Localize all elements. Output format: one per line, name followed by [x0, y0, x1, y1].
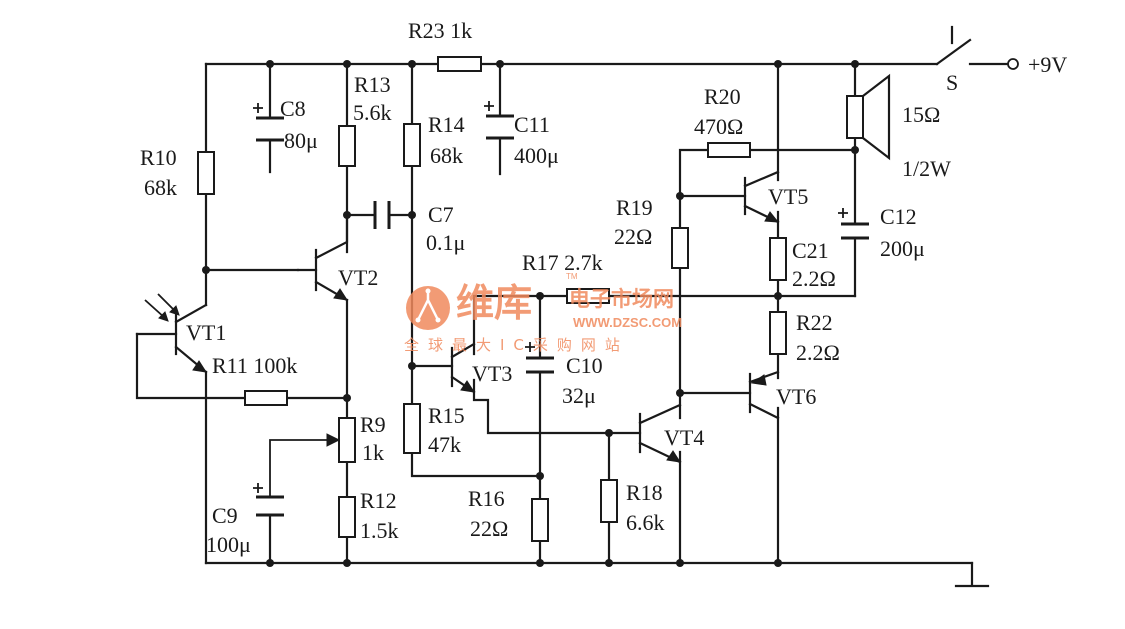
resistor-c21	[769, 237, 787, 281]
resistor-r18	[600, 479, 618, 523]
capacitors	[253, 101, 869, 565]
resistor-r19	[671, 227, 689, 269]
label-vt3: VT3	[472, 361, 512, 386]
label-r9-value: 1k	[362, 440, 384, 465]
label-r11: R11 100k	[212, 353, 297, 378]
label-r17: R17 2.7k	[522, 250, 603, 275]
label-r14: R14	[428, 112, 465, 137]
label-c11: C11	[514, 112, 550, 137]
label-r20-value: 470Ω	[694, 114, 743, 139]
label-c9-value: 100μ	[206, 532, 251, 557]
label-vt4: VT4	[664, 425, 704, 450]
watermark-logo-icon	[406, 286, 450, 330]
watermark-url: WWW.DZSC.COM	[573, 315, 682, 330]
label-c21-value: 2.2Ω	[792, 266, 836, 291]
label-r18: R18	[626, 480, 663, 505]
capacitor-c12	[838, 208, 869, 240]
resistor-r22	[769, 311, 787, 355]
watermark-title: 电子市场网	[569, 287, 674, 311]
watermark-brand: 维库	[456, 281, 532, 325]
label-r9: R9	[360, 412, 386, 437]
label-r18-value: 6.6k	[626, 510, 665, 535]
transistor-vt1	[144, 293, 208, 374]
label-r12: R12	[360, 488, 397, 513]
label-c11-value: 400μ	[514, 143, 559, 168]
label-r22: R22	[796, 310, 833, 335]
label-r15: R15	[428, 403, 465, 428]
resistor-r23	[437, 56, 482, 72]
watermark: 维库 TM 电子市场网 WWW.DZSC.COM 全球最大IC采购网站	[404, 272, 682, 354]
resistor-r13	[338, 125, 356, 167]
label-c9: C9	[212, 503, 238, 528]
label-r19: R19	[616, 195, 653, 220]
label-r10: R10	[140, 145, 177, 170]
label-vt1: VT1	[186, 320, 226, 345]
resistors	[197, 56, 787, 542]
label-c12: C12	[880, 204, 917, 229]
label-r19-value: 22Ω	[614, 224, 652, 249]
resistor-r16	[531, 498, 549, 542]
watermark-slogan: 全球最大IC采购网站	[404, 336, 629, 354]
transistor-vt3	[450, 342, 476, 394]
label-speaker-power: 1/2W	[902, 156, 951, 181]
label-c7: C7	[428, 202, 454, 227]
capacitor-c11	[484, 101, 514, 140]
resistor-r9	[338, 417, 356, 463]
capacitor-c8	[253, 103, 284, 142]
label-supply-voltage: +9V	[1028, 52, 1067, 77]
label-c21: C21	[792, 238, 829, 263]
label-r20: R20	[704, 84, 741, 109]
transistor-vt5	[743, 170, 780, 224]
label-switch: S	[946, 70, 958, 95]
label-r23: R23 1k	[408, 18, 472, 43]
capacitor-c10	[525, 342, 554, 374]
label-r10-value: 68k	[144, 175, 177, 200]
transistor-vt2	[296, 213, 349, 302]
label-r12-value: 1.5k	[360, 518, 399, 543]
resistor-r20	[707, 142, 751, 158]
resistor-r15	[403, 403, 421, 454]
junction-dots	[202, 60, 859, 567]
label-c12-value: 200μ	[880, 236, 925, 261]
labels: R23 1k R10 68k C8 80μ R13 5.6k R14 68k C…	[140, 18, 1067, 557]
label-r14-value: 68k	[430, 143, 463, 168]
capacitor-c9	[253, 483, 284, 565]
label-vt2: VT2	[338, 265, 378, 290]
label-c8-value: 80μ	[284, 128, 318, 153]
label-speaker-impedance: 15Ω	[902, 102, 940, 127]
capacitor-c7	[373, 201, 391, 229]
potentiometer-wiper	[269, 433, 341, 497]
label-vt6: VT6	[776, 384, 816, 409]
label-r16-value: 22Ω	[470, 516, 508, 541]
resistor-r10	[197, 151, 215, 195]
label-r16: R16	[468, 486, 505, 511]
watermark-tm: TM	[566, 272, 578, 281]
resistor-r17	[566, 288, 610, 304]
transistor-vt6	[748, 370, 780, 420]
supply-terminal	[1007, 58, 1019, 70]
label-r15-value: 47k	[428, 432, 461, 457]
transistors	[144, 170, 780, 464]
label-r13: R13	[354, 72, 391, 97]
label-c10-value: 32μ	[562, 383, 596, 408]
label-r22-value: 2.2Ω	[796, 340, 840, 365]
label-c7-value: 0.1μ	[426, 230, 465, 255]
resistor-r12	[338, 496, 356, 538]
label-c8: C8	[280, 96, 306, 121]
resistor-r11	[244, 390, 288, 406]
resistor-r14	[403, 123, 421, 167]
label-vt5: VT5	[768, 184, 808, 209]
transistor-vt4	[638, 403, 682, 464]
label-r13-value: 5.6k	[353, 100, 392, 125]
speaker	[846, 73, 891, 161]
label-c10: C10	[566, 353, 603, 378]
